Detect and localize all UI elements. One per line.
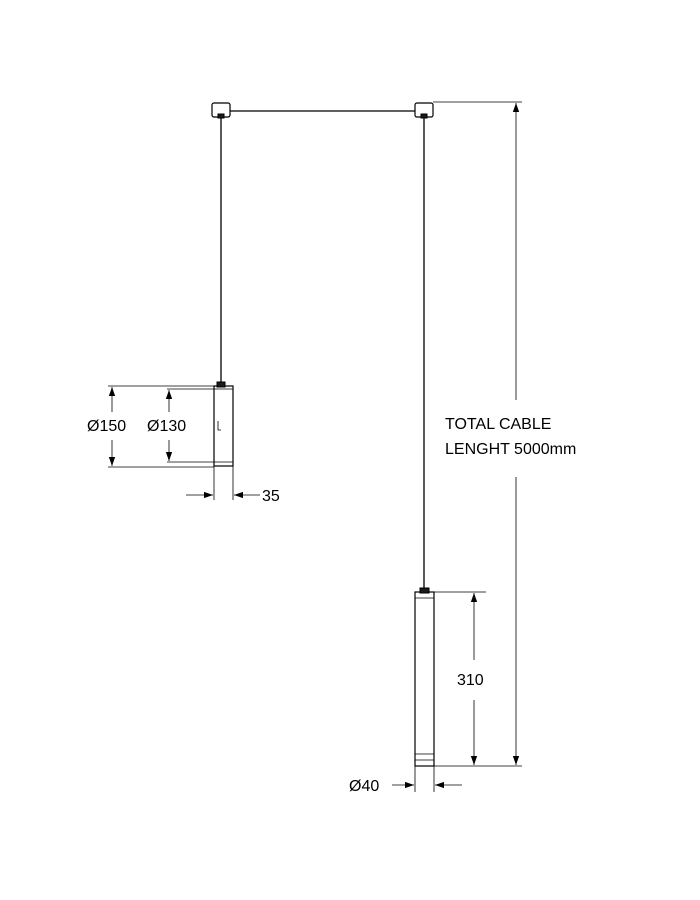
dimension-diameter-130: Ø130	[147, 388, 214, 463]
dimension-depth-35: 35	[186, 466, 280, 505]
total-cable-label-line2: LENGHT 5000mm	[445, 441, 576, 458]
dimension-diameter-150: Ø150	[87, 385, 214, 468]
dimension-diameter-40: Ø40	[349, 766, 462, 795]
left-pendant-body	[213, 385, 234, 467]
right-ceiling-canopy	[414, 102, 434, 119]
left-ceiling-canopy	[211, 102, 231, 119]
dimension-label-35: 35	[262, 488, 280, 505]
right-pendant	[414, 118, 435, 767]
dimension-label-150: Ø150	[87, 418, 126, 435]
left-pendant-bracket	[217, 421, 221, 431]
dimension-label-310: 310	[457, 672, 484, 689]
dimension-total-cable: TOTAL CABLE LENGHT 5000mm	[433, 101, 576, 767]
left-pendant	[213, 118, 234, 467]
ceiling-rail	[211, 102, 434, 119]
dimension-label-40: Ø40	[349, 778, 379, 795]
right-pendant-tube	[414, 591, 435, 767]
total-cable-label-line1: TOTAL CABLE	[445, 416, 551, 433]
dimension-length-310: 310	[434, 591, 486, 765]
dimension-label-130: Ø130	[147, 418, 186, 435]
